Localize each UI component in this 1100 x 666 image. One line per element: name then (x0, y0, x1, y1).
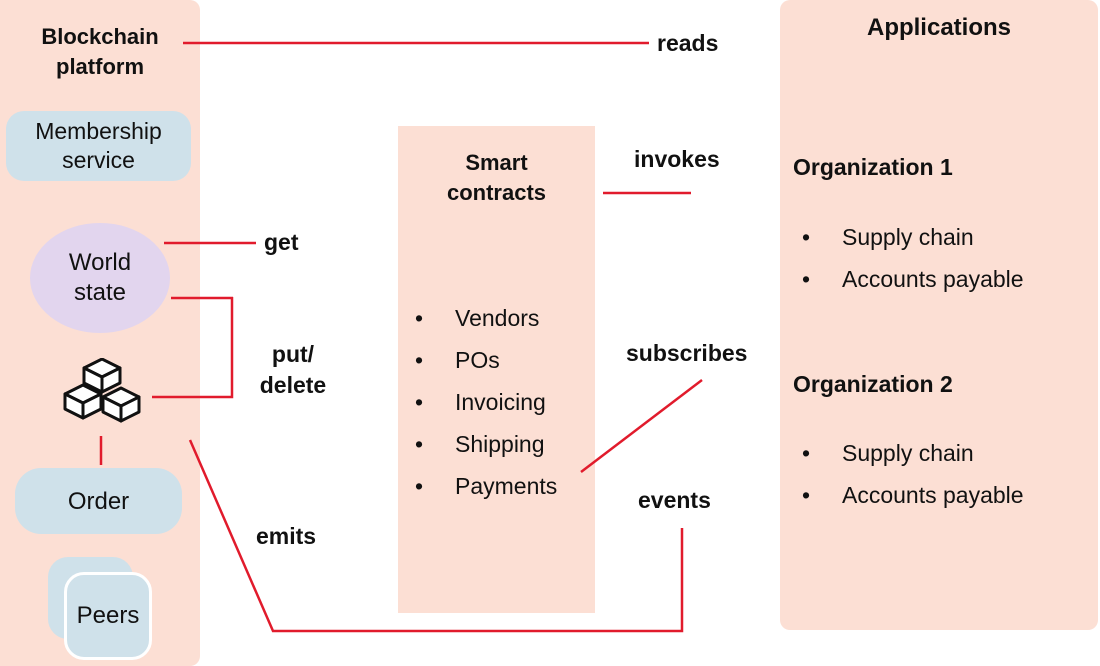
list-item: Invoicing (415, 387, 590, 429)
smart-contracts-list: Vendors POs Invoicing Shipping Payments (415, 303, 590, 513)
peers-label: Peers (76, 602, 140, 629)
peers-node: Peers (64, 572, 152, 660)
membership-service-label: Membership service (35, 118, 162, 173)
list-item: Shipping (415, 429, 590, 471)
membership-service-node: Membership service (6, 111, 191, 181)
put-delete-label: put/ delete (259, 341, 327, 398)
world-state-node: World state (30, 223, 170, 333)
list-item: Vendors (415, 303, 590, 345)
world-state-label: World state (68, 249, 132, 306)
list-item: Supply chain (802, 438, 1082, 480)
list-item: POs (415, 345, 590, 387)
organization-2-heading: Organization 2 (793, 371, 953, 397)
blockchain-platform-title: Blockchain platform (41, 24, 159, 79)
ledger-blocks-icon (63, 358, 141, 423)
order-label: Order (67, 487, 130, 515)
events-label: events (638, 487, 711, 513)
list-item: Accounts payable (802, 264, 1082, 306)
get-label: get (264, 229, 299, 255)
organization-1-heading: Organization 1 (793, 154, 953, 180)
subscribes-arrow (580, 379, 703, 473)
list-item: Payments (415, 471, 590, 513)
applications-panel (780, 0, 1098, 630)
list-item: Supply chain (802, 222, 1082, 264)
subscribes-label: subscribes (626, 340, 748, 366)
invokes-label: invokes (634, 146, 720, 172)
emits-label: emits (256, 523, 317, 549)
smart-contracts-title: Smart contracts (446, 150, 547, 205)
applications-title: Applications (866, 14, 1011, 41)
organization-1-list: Supply chain Accounts payable (802, 222, 1082, 306)
order-node: Order (15, 468, 182, 534)
organization-2-list: Supply chain Accounts payable (802, 438, 1082, 522)
list-item: Accounts payable (802, 480, 1082, 522)
reads-label: reads (657, 30, 719, 56)
